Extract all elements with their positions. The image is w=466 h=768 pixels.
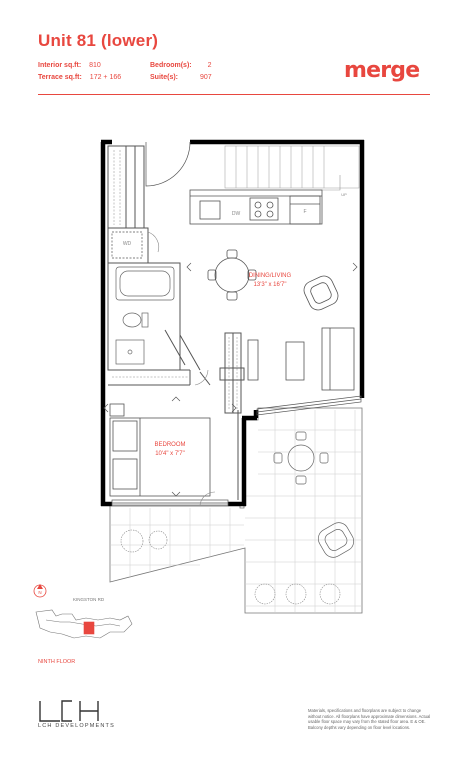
unit-title: Unit 81 (lower) (38, 31, 159, 50)
living-furniture (247, 327, 355, 391)
arm-chair (303, 275, 339, 311)
dw-label: DW (232, 211, 241, 217)
bedrooms-value: 2 (207, 62, 212, 69)
closet-rails (112, 150, 238, 410)
bedroom-name: BEDROOM (154, 442, 185, 448)
kitchen-counter (189, 189, 323, 225)
stair-up-label: UP (341, 192, 347, 197)
interior-label: Interior sq.ft: (38, 62, 82, 69)
interior-value: 810 (89, 62, 101, 69)
lounge-chair (317, 522, 355, 558)
lch-logo (39, 700, 99, 722)
suites-label: Suite(s): (150, 74, 178, 81)
exterior-walls (100, 139, 365, 507)
bedrooms: Bedroom(s): 2 (150, 62, 211, 69)
floor-label: NINTH FLOOR (38, 659, 76, 665)
terrace-value: 172 + 166 (89, 74, 122, 81)
terrace-sqft: Terrace sq.ft: 172 + 166 (38, 74, 121, 81)
north-arrow: N (33, 584, 47, 598)
dining-set (207, 249, 257, 301)
interior-walls (107, 145, 245, 500)
bedroom-dims: 10'4" x 7'7" (155, 451, 185, 457)
interior-doors (147, 231, 216, 506)
windows (111, 395, 362, 507)
living-room-dims: 13'3" x 16'7" (254, 282, 287, 288)
terrace-table (273, 431, 329, 485)
merge-logo: merge (344, 58, 420, 83)
bathroom-fixtures (115, 266, 175, 365)
north-label: N (38, 590, 41, 595)
key-plan-road: KINGSTON RD (73, 597, 105, 602)
entry-door (145, 141, 191, 187)
washer-dryer (111, 231, 143, 259)
wd-label: WD (123, 241, 132, 247)
fridge-label: F (303, 209, 306, 215)
bed (109, 403, 211, 497)
living-room-name: DINING/LIVING (249, 273, 292, 279)
terrace-label: Terrace sq.ft: (38, 74, 82, 81)
planter-shrubs (120, 529, 341, 605)
key-plan (35, 609, 133, 639)
suites-value: 907 (199, 74, 212, 81)
suites: Suite(s): 907 (150, 74, 212, 81)
header-divider (38, 94, 430, 95)
elevation-markers (103, 262, 358, 497)
stair (224, 145, 360, 191)
interior-sqft: Interior sq.ft: 810 (38, 62, 101, 69)
disclaimer-text: Materials, specifications and floorplans… (308, 708, 431, 730)
developer-name: LCH DEVELOPMENTS (38, 723, 115, 729)
terrace (109, 407, 363, 614)
bedrooms-label: Bedroom(s): (150, 62, 192, 69)
